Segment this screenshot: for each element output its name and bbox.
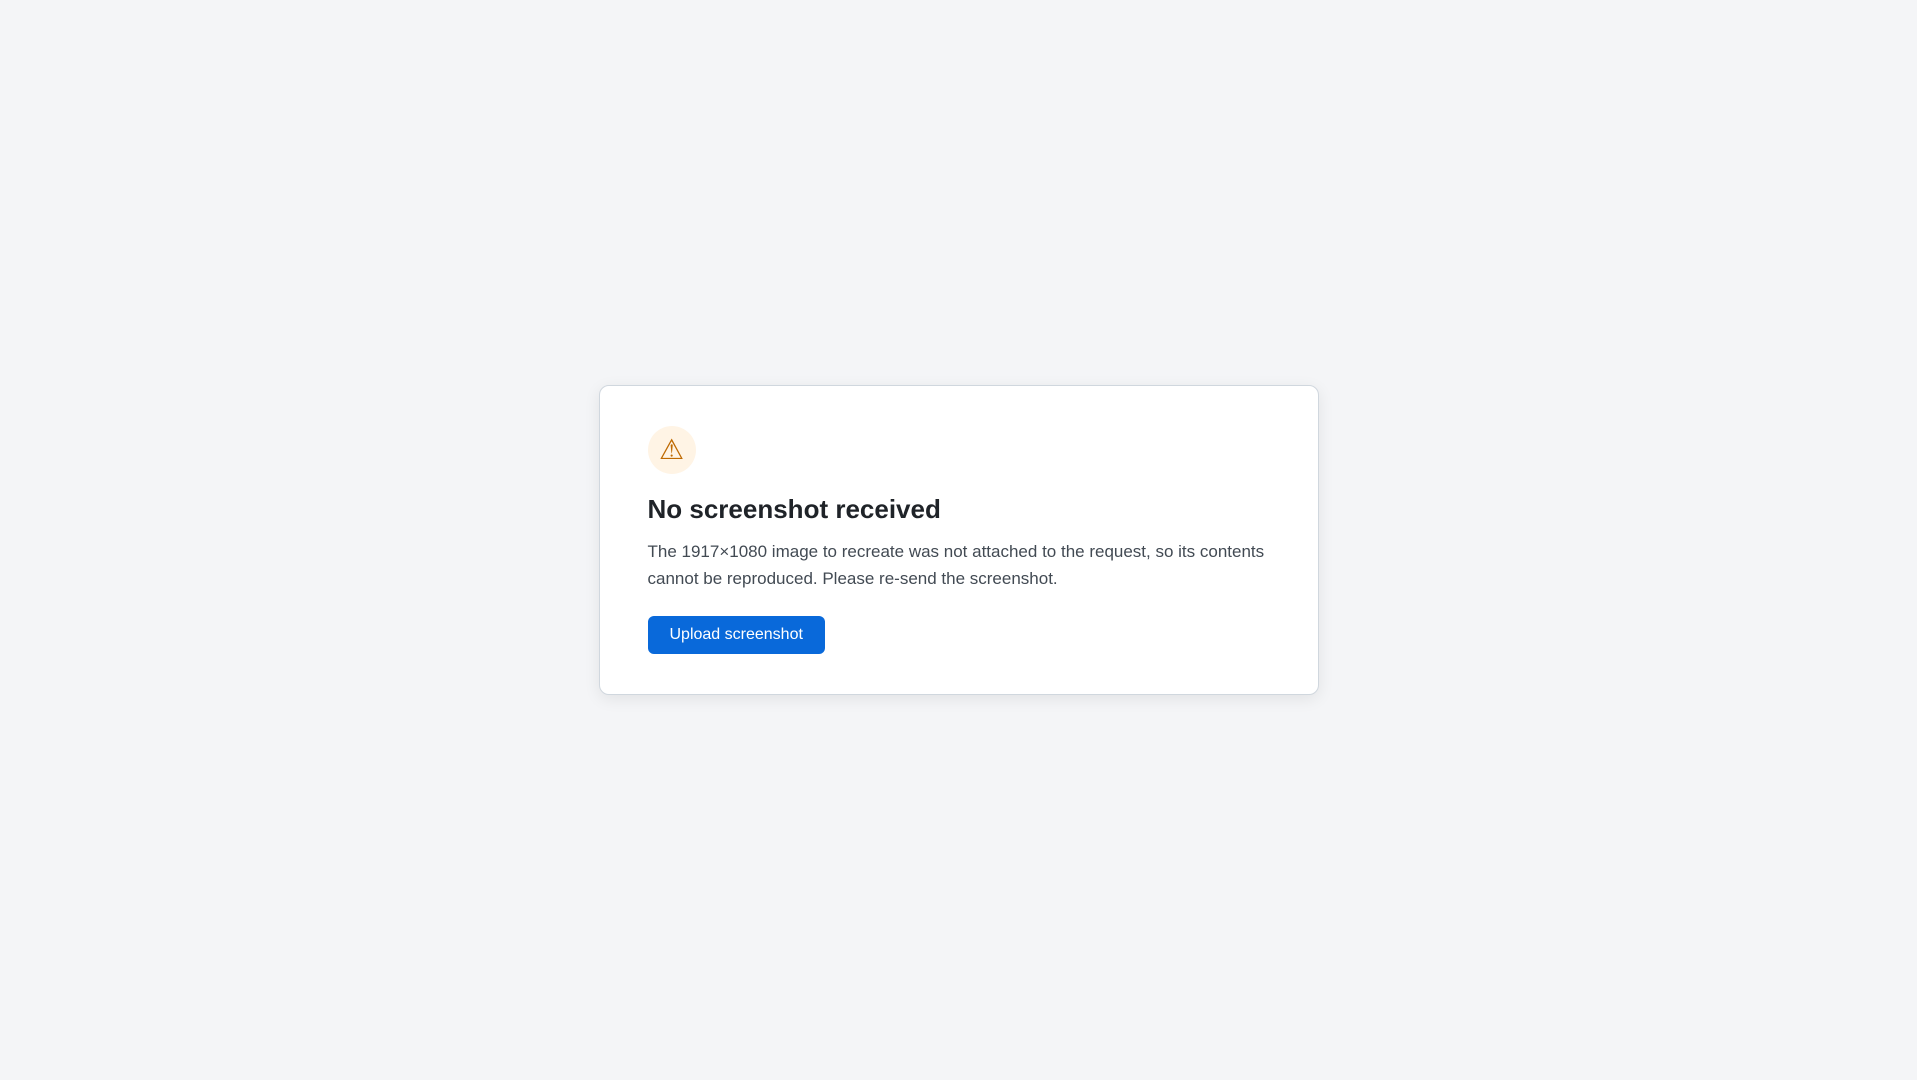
warning-icon: ⚠ bbox=[647, 426, 696, 475]
notice-title: No screenshot received bbox=[647, 494, 941, 525]
notice-message: The 1917×1080 image to recreate was not … bbox=[647, 542, 1265, 588]
upload-button[interactable]: Upload screenshot bbox=[647, 615, 825, 654]
missing-image-notice: ⚠ No screenshot received The 1917×1080 i… bbox=[598, 385, 1319, 695]
